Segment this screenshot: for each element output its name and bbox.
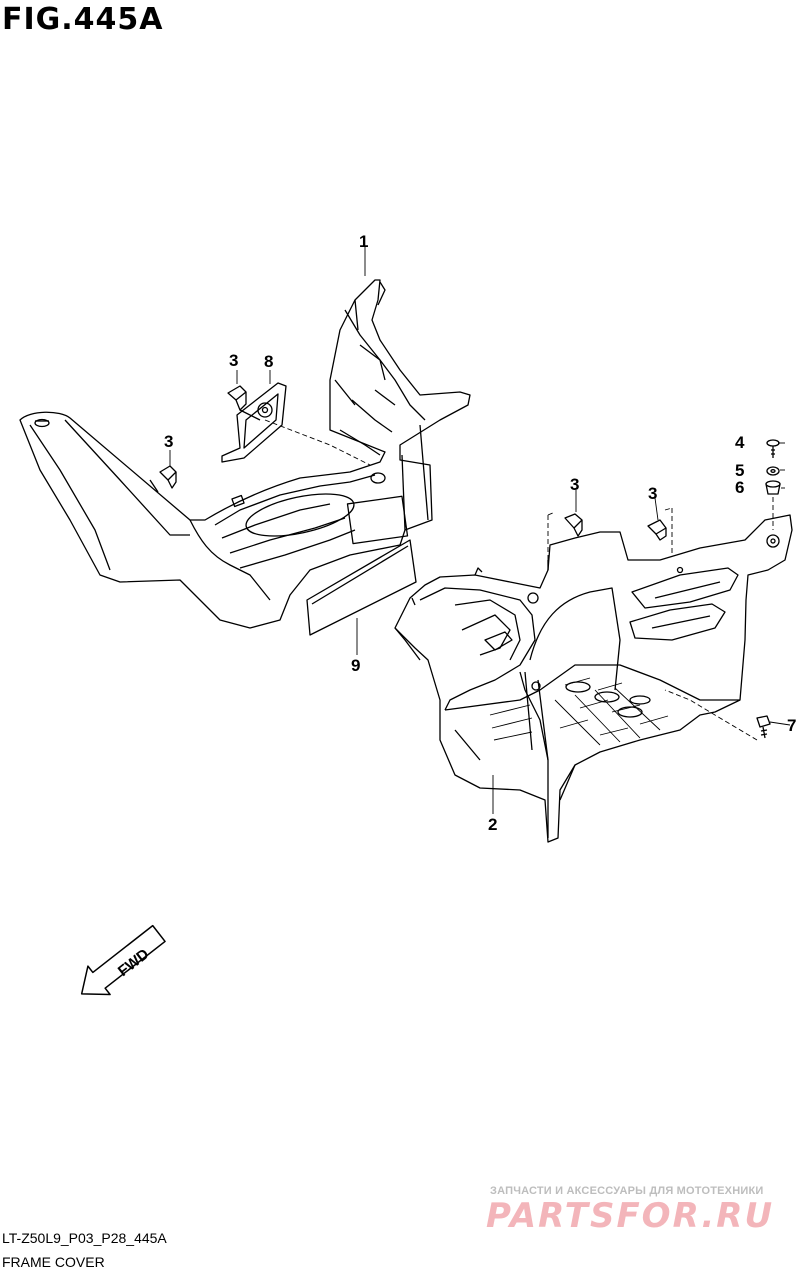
- clip-part-3-center: [564, 513, 583, 537]
- bracket-part-8: [221, 382, 287, 463]
- callout-part-3: 3: [648, 484, 657, 503]
- bolt-part-7: [756, 715, 771, 739]
- clip-part-3-lower-left: [159, 465, 177, 489]
- grommet-part-6: [765, 480, 781, 495]
- washer-part-5: [766, 466, 780, 476]
- callout-part-8: 8: [264, 352, 273, 371]
- callout-part-4: 4: [735, 433, 745, 452]
- panel-part-9: [306, 539, 417, 636]
- clip-part-3-upper-left: [227, 385, 261, 421]
- screw-part-4: [766, 439, 780, 458]
- callout-part-7: 7: [787, 716, 796, 735]
- callout-part-5: 5: [735, 461, 744, 480]
- callout-part-9: 9: [351, 656, 360, 675]
- figure-title: FIG.445A: [2, 2, 164, 37]
- callout-part-2: 2: [488, 815, 497, 834]
- watermark-logo: PARTSFOR.RU: [486, 1196, 775, 1236]
- figure-name: FRAME COVER: [2, 1254, 105, 1270]
- callout-part-1: 1: [359, 232, 368, 251]
- callout-part-3: 3: [570, 475, 579, 494]
- callout-part-6: 6: [735, 478, 744, 497]
- clip-part-3-right: [647, 519, 667, 541]
- callout-part-3: 3: [164, 432, 173, 451]
- watermark-tagline: ЗАПЧАСТИ И АКСЕССУАРЫ ДЛЯ МОТОТЕХНИКИ: [490, 1185, 764, 1197]
- callout-part-3: 3: [229, 351, 238, 370]
- front-frame-cover: [19, 279, 471, 629]
- figure-code: LT-Z50L9_P03_P28_445A: [2, 1230, 167, 1246]
- fwd-arrow: [80, 924, 166, 996]
- rear-frame-cover: [394, 514, 793, 843]
